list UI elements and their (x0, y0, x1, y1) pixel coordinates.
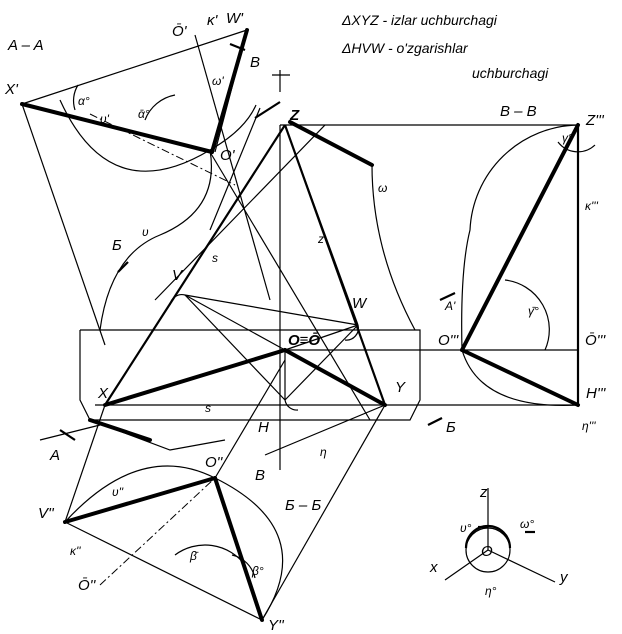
section-a-a-construction (20, 28, 371, 421)
label-o2: O'' (205, 454, 224, 471)
section-title-b-b: B – B (500, 103, 537, 120)
label-v2: V'' (38, 505, 55, 522)
label-kappa2: κ'' (70, 544, 81, 558)
label-z3: Z''' (585, 112, 605, 129)
section-title-a-a: A – A (7, 37, 44, 54)
label-s2: s (205, 401, 211, 415)
label-y: Y (395, 379, 406, 396)
label-o-equiv: O≡Ō (288, 332, 320, 349)
label-kappa3: κ''' (585, 199, 599, 213)
label-b-cut: Б (112, 237, 122, 254)
label-z: Z (289, 107, 300, 124)
label-beta: β° (251, 564, 264, 578)
label-b-bottom: B (255, 467, 265, 484)
label-h3: H''' (586, 385, 607, 402)
label-upsilon1: ʋ' (100, 112, 110, 126)
label-eta: η (320, 445, 327, 459)
label-omega1: ω' (212, 74, 224, 88)
label-betabar: β̄ (189, 549, 199, 563)
label-o1: O' (220, 147, 236, 164)
label-v: V (172, 267, 184, 284)
label-kappa1: κ' (207, 12, 219, 29)
label-y2: Y'' (268, 617, 285, 634)
label-x: X (97, 385, 109, 402)
axes-label-upsilon: ʋ° (460, 521, 472, 535)
section-b-cyr-construction (39, 359, 386, 622)
label-s: s (212, 251, 218, 265)
label-alpha: α° (78, 94, 90, 108)
legend-line3: uchburchagi (472, 65, 549, 81)
label-w1: W' (226, 10, 244, 27)
axes-label-omega: ω° (520, 517, 534, 531)
axes-label-z: z (479, 484, 488, 501)
legend-line1: ΔXYZ - izlar uchburchagi (341, 12, 498, 28)
section-title-b-cyr: Б – Б (285, 497, 321, 514)
label-b-top: B (250, 54, 260, 71)
label-h: H (258, 419, 269, 436)
label-omega: ω (378, 181, 387, 195)
label-a-low: A (49, 447, 60, 464)
label-o1bar: Ō' (172, 23, 188, 40)
axes-label-x: x (429, 559, 438, 576)
label-upsilon2: ʋ'' (112, 485, 124, 499)
label-alphabar: ᾱ° (138, 107, 150, 121)
axes-label-o: O (481, 543, 493, 560)
label-o3: O''' (438, 332, 459, 349)
label-z-trace: z (317, 232, 324, 246)
axes-icon (444, 488, 556, 583)
label-b-cyr-low: Б (446, 419, 456, 436)
label-o2bar: Ō'' (78, 577, 97, 594)
label-gammabar: γ̄° (528, 304, 539, 318)
axes-label-y: y (559, 569, 569, 586)
label-upsilon: ʋ (142, 225, 149, 239)
label-w: W (352, 295, 368, 312)
axes-label-eta: η° (485, 584, 497, 598)
label-eta3: η''' (582, 419, 596, 433)
section-b-b-construction (427, 123, 596, 426)
label-gamma: γ° (562, 131, 573, 145)
label-o3bar: Ō''' (585, 332, 606, 349)
label-x1: X' (4, 81, 19, 98)
main-construction (79, 70, 578, 470)
label-a-small: A' (444, 299, 456, 313)
legend-line2: ΔHVW - o'zgarishlar (341, 40, 469, 56)
